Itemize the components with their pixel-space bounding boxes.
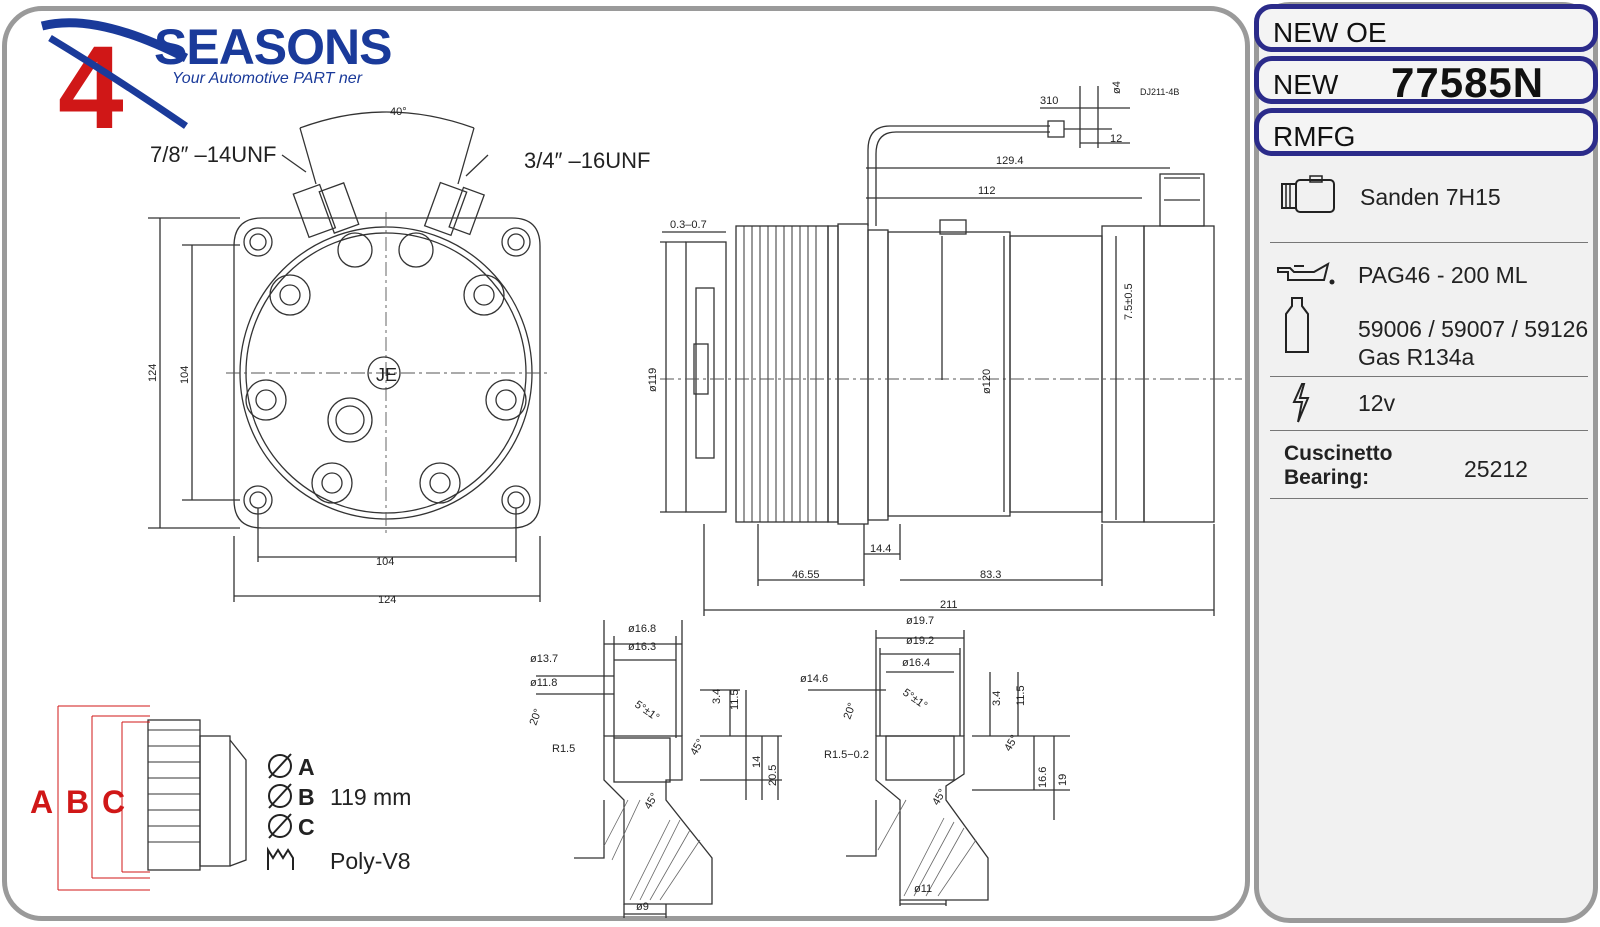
center-mark-label: JE: [376, 365, 397, 385]
port-right-d11: ø11: [914, 883, 932, 895]
thread-right-label: 3/4″ –16UNF: [524, 148, 650, 173]
dim-310: 310: [1040, 95, 1058, 107]
part-number: 77585N: [1391, 59, 1545, 106]
tab-new-label: NEW: [1273, 69, 1339, 100]
dim-14-4: 14.4: [870, 543, 891, 555]
port-right-angle-20: 20°: [842, 701, 859, 721]
port-right-d16-4: ø16.4: [902, 657, 930, 669]
bearing-value: 25212: [1464, 456, 1528, 482]
port-left-angle-20: 20°: [528, 707, 545, 727]
dim-104-vertical: 104: [179, 366, 191, 384]
port-left-d13-7: ø13.7: [530, 653, 558, 665]
port-left-d16-3: ø16.3: [628, 641, 656, 653]
dim-211: 211: [940, 599, 958, 611]
port-left-h14: 14: [751, 756, 763, 768]
dim-0-3-0-7: 0.3–0.7: [670, 219, 707, 231]
dim-104-horizontal: 104: [376, 556, 394, 568]
dim-d4: ø4: [1111, 81, 1123, 94]
spec-divider: [1270, 376, 1588, 377]
spec-oil: PAG46 - 200 ML: [1358, 262, 1528, 288]
tab-new: NEW 77585N: [1254, 56, 1598, 106]
port-left-h3-4: 3.4: [711, 689, 723, 704]
spec-gas-refs: 59006 / 59007 / 59126: [1358, 316, 1589, 342]
spec-divider: [1270, 498, 1588, 499]
port-right-d19-2: ø19.2: [906, 635, 934, 647]
port-right-d19-7: ø19.7: [906, 615, 934, 627]
tab-rmfg: RMFG: [1254, 108, 1598, 156]
belt-type: Poly-V8: [330, 848, 411, 874]
spec-voltage: 12v: [1358, 390, 1396, 416]
diameter-icon: [268, 783, 292, 809]
gas-bottle-icon: [1285, 297, 1309, 353]
technical-drawing: 7/8″ –14UNF 3/4″ –16UNF 40° 124 104 104 …: [57, 81, 1242, 918]
tab-rmfg-label: RMFG: [1273, 121, 1356, 152]
pulley-letter-a: A: [30, 784, 54, 820]
spec-divider: [1270, 430, 1588, 431]
diameter-icon: [268, 813, 292, 839]
bearing-label-line2: Bearing:: [1284, 466, 1370, 489]
connector-label: DJ211-4B: [1140, 87, 1179, 97]
port-left-angle-5: 5°±1°: [632, 699, 661, 724]
poly-v-belt-icon: [267, 846, 294, 870]
port-left-angle-45a: 45°: [688, 737, 707, 757]
diameter-c-label: C: [298, 814, 315, 840]
tab-new-oe: NEW OE: [1254, 4, 1598, 52]
drawing-frame: [2, 6, 1250, 921]
spec-divider: [1270, 242, 1588, 243]
pulley-letter-b: B: [66, 784, 90, 820]
diameter-value: 119 mm: [330, 784, 412, 810]
diameter-icon: [268, 753, 292, 779]
dim-7-5: 7.5±0.5: [1123, 283, 1135, 320]
brand-name: SEASONS: [154, 19, 393, 75]
compressor-icon: [1281, 175, 1335, 213]
dim-d120: ø120: [981, 369, 993, 394]
dim-12: 12: [1110, 133, 1122, 145]
pulley-letter-c: C: [102, 784, 126, 820]
oil-can-icon: [1277, 261, 1335, 285]
brand-tagline: Your Automotive PART ner: [172, 70, 363, 87]
port-right-h3-4: 3.4: [991, 691, 1003, 706]
port-left-h11-5: 11.5: [729, 689, 741, 710]
thread-left-label: 7/8″ –14UNF: [150, 142, 276, 167]
port-right-d14-6: ø14.6: [800, 673, 828, 685]
diameter-a-label: A: [298, 754, 315, 780]
port-right-h16-6: 16.6: [1037, 767, 1049, 788]
port-right-angle-5: 5°±1°: [900, 687, 929, 712]
dim-d119: ø119: [647, 368, 659, 392]
port-right-r1-5: R1.5−0.2: [824, 749, 869, 761]
lightning-icon: [1292, 383, 1310, 423]
tab-new-oe-label: NEW OE: [1273, 17, 1387, 48]
spec-compressor: Sanden 7H15: [1360, 184, 1501, 210]
dim-124-horizontal: 124: [378, 594, 396, 606]
dim-112: 112: [978, 185, 996, 197]
brand-logo-icon: 4: [40, 18, 189, 138]
port-right-h11-5: 11.5: [1015, 685, 1027, 706]
bearing-label-line1: Cuscinetto: [1284, 442, 1393, 465]
port-left-angle-45b: 45°: [642, 791, 661, 811]
spec-gas: Gas R134a: [1358, 344, 1475, 370]
dim-83-3: 83.3: [980, 569, 1001, 581]
port-left-d16-8: ø16.8: [628, 623, 656, 635]
port-left-h20-5: 20.5: [767, 765, 779, 786]
diameter-b-label: B: [298, 784, 315, 810]
port-right-h19: 19: [1057, 774, 1069, 786]
port-left-d11-8: ø11.8: [530, 677, 557, 689]
dim-129-4: 129.4: [996, 155, 1024, 167]
port-left-d9: ø9: [636, 901, 649, 913]
port-left-r1-5: R1.5: [552, 743, 575, 755]
angle-label: 40°: [390, 106, 407, 118]
dim-124-vertical: 124: [147, 364, 159, 382]
dim-46-55: 46.55: [792, 569, 820, 581]
